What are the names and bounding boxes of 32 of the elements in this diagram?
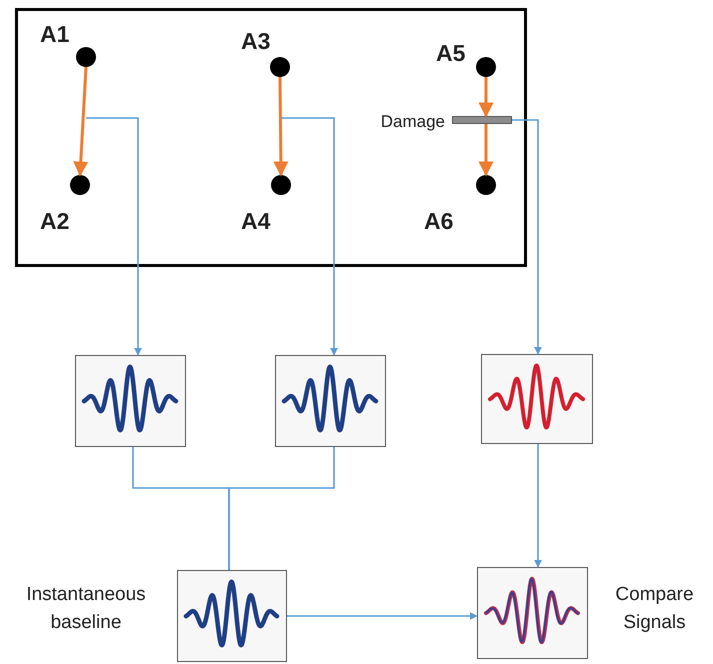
sensor-dot [270,57,290,77]
sensor-label: A5 [436,39,466,68]
arrow [478,124,494,176]
sensor-label: A6 [424,207,454,236]
signal-plot [275,355,386,447]
signal-plot [177,570,287,662]
plate-outline [15,8,527,267]
signal-label: Compare Signals [614,583,695,635]
arrow [512,119,542,355]
signal-plot [75,355,186,447]
arrow [478,77,494,118]
signal-plot [481,354,593,444]
arrow [534,444,542,568]
connector-line [228,447,335,570]
sensor-dot [271,175,291,195]
arrow [287,612,478,620]
signal-plot [477,567,588,659]
arrow [281,117,338,356]
arrow [86,117,142,356]
sensor-dot [476,57,496,77]
arrow [73,66,88,176]
signal-label: Instantaneous baseline [25,583,147,635]
sensor-dot [76,47,96,67]
damage-label: Damage [380,111,445,133]
sensor-dot [70,175,90,195]
sensor-label: A4 [241,207,272,236]
sensor-label: A3 [241,27,272,56]
damage-bar [452,116,512,124]
sensor-label: A1 [40,20,70,49]
sensor-dot [476,175,496,195]
sensor-label: A2 [40,207,70,236]
arrow [273,76,288,176]
